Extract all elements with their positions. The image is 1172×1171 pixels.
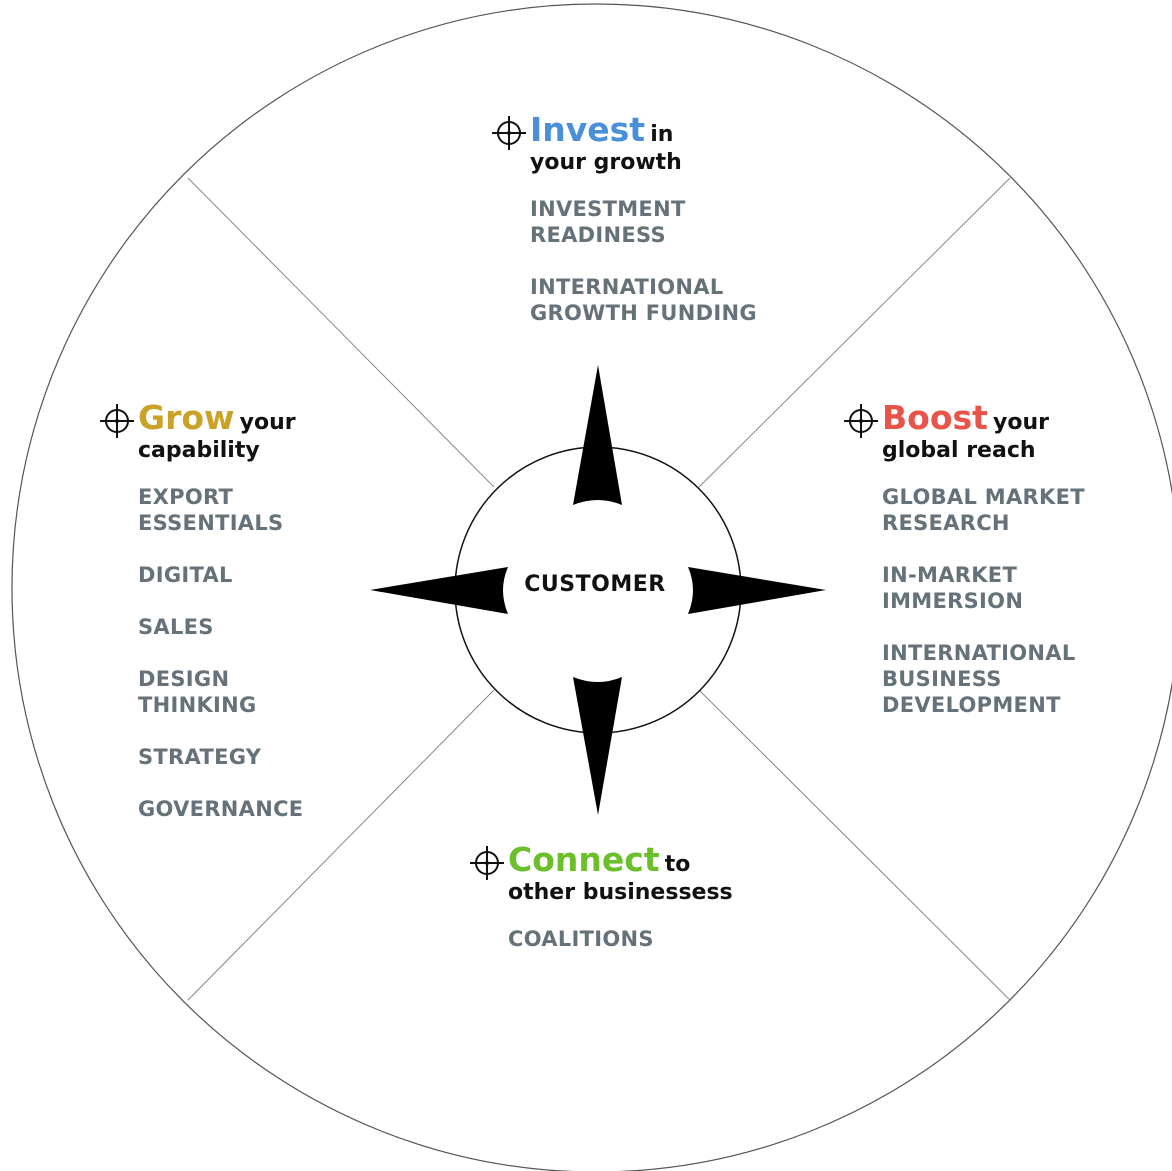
invest-keyword: Invest (530, 110, 646, 149)
center-label: CUSTOMER (524, 572, 666, 597)
grow-item: EXPORT ESSENTIALS (138, 485, 284, 535)
compass-arrows-icon (370, 365, 826, 815)
arrow-west (370, 567, 508, 614)
grow-item: DIGITAL (138, 563, 233, 587)
invest-rest: in (650, 122, 674, 147)
connect-item: COALITIONS (508, 927, 654, 951)
arrow-south (573, 677, 622, 815)
boost-item: IN-MARKET IMMERSION (882, 563, 1024, 613)
boost-item: GLOBAL MARKET RESEARCH (882, 485, 1085, 535)
grow-subtitle: capability (138, 438, 260, 463)
divider-top-right (698, 177, 1011, 488)
boost-items: GLOBAL MARKET RESEARCH IN-MARKET IMMERSI… (842, 484, 1085, 718)
boost-keyword: Boost (882, 398, 988, 437)
section-connect-heading: Connect to other businessess (468, 842, 733, 908)
boost-subtitle: global reach (882, 438, 1036, 463)
section-grow: Grow your capability EXPORT ESSENTIALS D… (98, 400, 303, 848)
arrow-north (573, 365, 622, 505)
grow-item: SALES (138, 615, 214, 639)
crosshair-target-icon (492, 116, 526, 150)
arrow-east (688, 567, 826, 614)
grow-keyword: Grow (138, 398, 235, 437)
invest-subtitle: your growth (530, 150, 682, 175)
section-invest: Invest in your growth INVESTMENT READINE… (490, 112, 757, 352)
connect-keyword: Connect (508, 840, 660, 879)
crosshair-target-icon (470, 846, 504, 880)
crosshair-target-icon (100, 404, 134, 438)
boost-rest: your (993, 410, 1049, 435)
invest-item: INTERNATIONAL GROWTH FUNDING (530, 275, 757, 325)
section-boost: Boost your global reach GLOBAL MARKET RE… (842, 400, 1085, 744)
grow-item: GOVERNANCE (138, 797, 304, 821)
section-boost-heading: Boost your global reach (842, 400, 1085, 466)
invest-item: INVESTMENT READINESS (530, 197, 686, 247)
divider-bottom-right (698, 689, 1011, 1001)
section-invest-heading: Invest in your growth (490, 112, 757, 178)
grow-item: STRATEGY (138, 745, 262, 769)
boost-item: INTERNATIONAL BUSINESS DEVELOPMENT (882, 641, 1076, 717)
grow-items: EXPORT ESSENTIALS DIGITAL SALES DESIGN T… (98, 484, 303, 822)
connect-subtitle: other businessess (508, 880, 733, 905)
connect-items: COALITIONS (468, 926, 733, 952)
connect-rest: to (664, 852, 691, 877)
section-grow-heading: Grow your capability (98, 400, 303, 466)
grow-item: DESIGN THINKING (138, 667, 257, 717)
section-connect: Connect to other businessess COALITIONS (468, 842, 733, 978)
invest-items: INVESTMENT READINESS INTERNATIONAL GROWT… (490, 196, 757, 326)
grow-rest: your (239, 410, 296, 435)
divider-top-left (187, 177, 495, 488)
divider-bottom-left (187, 689, 495, 1001)
crosshair-target-icon (844, 404, 878, 438)
